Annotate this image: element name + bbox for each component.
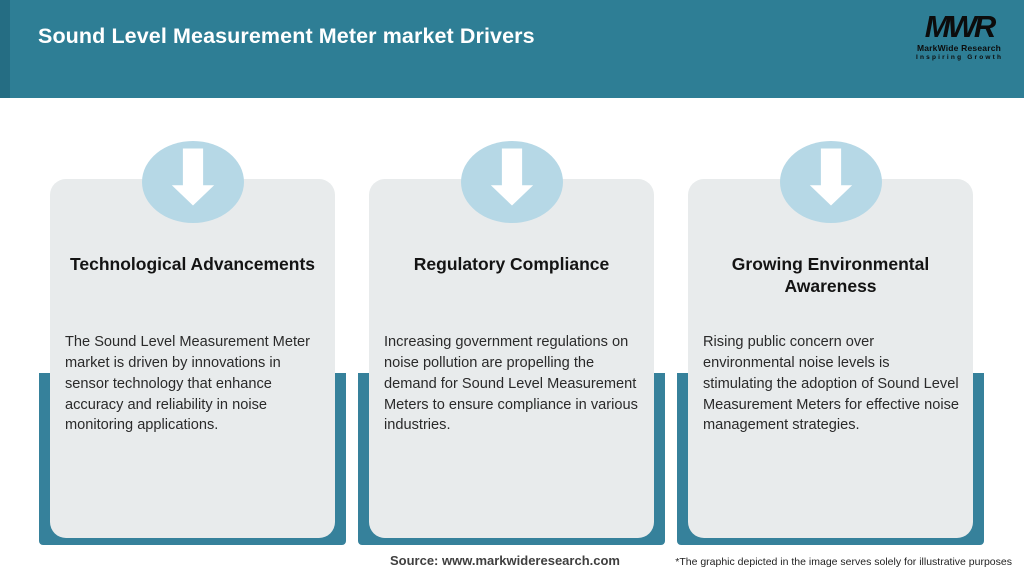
down-arrow-icon (490, 148, 533, 206)
down-arrow-icon (171, 148, 214, 206)
card-title: Regulatory Compliance (413, 254, 610, 274)
card-body-text: The Sound Level Measurement Meter market… (65, 334, 310, 434)
page-title: Sound Level Measurement Meter market Dri… (38, 24, 535, 48)
driver-card-growing-environmental-awareness: Growing Environmental Awareness Rising p… (677, 141, 984, 545)
card-panel (369, 179, 654, 538)
logo-tagline: Inspiring Growth (916, 54, 1004, 61)
header-left-accent (0, 0, 10, 98)
card-body-text: Rising public concern over environmental… (703, 334, 960, 434)
card-panel (50, 179, 335, 538)
logo-name: MarkWide Research (916, 43, 1002, 53)
card-title: Growing Environmental Awareness (731, 254, 930, 297)
card-icon-circle (460, 141, 563, 223)
disclaimer-text: *The graphic depicted in the image serve… (675, 556, 1012, 568)
markwide-logo: MWR MarkWide Research Inspiring Growth (916, 11, 1002, 61)
source-text: Source: www.markwideresearch.com (389, 553, 620, 568)
card-icon-circle (779, 141, 882, 223)
card-panel (688, 179, 973, 538)
card-icon-circle (141, 141, 244, 223)
driver-card-technological-advancements: Technological Advancements The Sound Lev… (39, 141, 346, 545)
driver-card-regulatory-compliance: Regulatory Compliance Increasing governm… (358, 141, 665, 545)
header-bar: Sound Level Measurement Meter market Dri… (0, 0, 1024, 98)
card-body-text: Increasing government regulations on noi… (384, 334, 638, 434)
logo-monogram: MWR (924, 9, 996, 44)
card-title: Technological Advancements (69, 254, 316, 274)
down-arrow-icon (809, 148, 852, 206)
